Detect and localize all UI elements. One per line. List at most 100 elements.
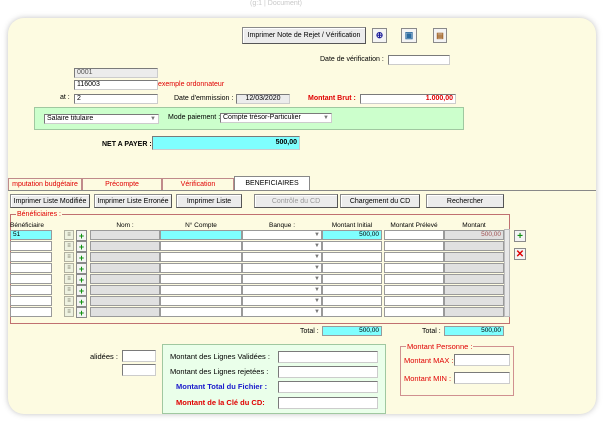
cell-compte[interactable] xyxy=(160,307,242,317)
cell-nom[interactable] xyxy=(90,241,160,251)
print-rejection-note-button[interactable]: Imprimer Note de Rejet / Vérification xyxy=(242,27,366,44)
add-icon[interactable]: + xyxy=(76,296,87,307)
cell-beneficiaire[interactable] xyxy=(10,252,52,262)
cell-montant-initial[interactable] xyxy=(322,285,382,295)
cell-banque[interactable] xyxy=(242,241,322,251)
cell-banque[interactable] xyxy=(242,296,322,306)
file-icon[interactable]: ≡ xyxy=(64,296,74,306)
cell-montant[interactable]: 500,00 xyxy=(444,230,504,240)
add-row-icon[interactable]: + xyxy=(514,230,526,242)
add-icon[interactable]: + xyxy=(76,230,87,241)
file-icon[interactable]: ≡ xyxy=(64,274,74,284)
tab-beneficiaires[interactable]: BENEFICIAIRES xyxy=(234,176,310,190)
cell-banque[interactable] xyxy=(242,252,322,262)
cell-montant[interactable] xyxy=(444,274,504,284)
cell-banque[interactable] xyxy=(242,285,322,295)
net-a-payer-field[interactable]: 500,00 xyxy=(152,136,300,150)
save-icon[interactable]: ▤ xyxy=(433,28,447,43)
cell-montant-initial[interactable] xyxy=(322,274,382,284)
print-erroneous-list-button[interactable]: Imprimer Liste Erronée xyxy=(94,194,172,208)
cell-montant[interactable] xyxy=(444,241,504,251)
cell-nom[interactable] xyxy=(90,307,160,317)
cell-nom[interactable] xyxy=(90,263,160,273)
file-icon[interactable]: ≡ xyxy=(64,230,74,240)
mode-paiement-select[interactable]: Compte trésor-Particulier xyxy=(220,113,332,123)
cell-banque[interactable] xyxy=(242,230,322,240)
cell-banque[interactable] xyxy=(242,263,322,273)
cell-beneficiaire[interactable] xyxy=(10,274,52,284)
delete-row-icon[interactable]: ✕ xyxy=(514,248,526,260)
cell-montant-preleve[interactable] xyxy=(384,252,444,262)
chevron-down-icon[interactable]: ▼ xyxy=(314,232,320,238)
montant-brut-field[interactable]: 1.000,00 xyxy=(360,94,456,104)
chevron-down-icon[interactable]: ▼ xyxy=(323,115,329,121)
cle-cd-field[interactable] xyxy=(278,397,378,409)
add-icon[interactable]: + xyxy=(76,307,87,318)
add-icon[interactable]: + xyxy=(76,241,87,252)
cell-montant-initial[interactable] xyxy=(322,296,382,306)
file-icon[interactable]: ≡ xyxy=(64,285,74,295)
chevron-down-icon[interactable]: ▼ xyxy=(314,276,320,282)
cell-montant-initial[interactable] xyxy=(322,263,382,273)
cell-beneficiaire[interactable] xyxy=(10,296,52,306)
cell-beneficiaire[interactable] xyxy=(10,263,52,273)
rechercher-button[interactable]: Rechercher xyxy=(426,194,504,208)
add-icon[interactable]: + xyxy=(76,285,87,296)
cell-beneficiaire[interactable] xyxy=(10,307,52,317)
file-icon[interactable]: ≡ xyxy=(64,307,74,317)
cell-montant-preleve[interactable] xyxy=(384,285,444,295)
cell-montant-preleve[interactable] xyxy=(384,230,444,240)
chevron-down-icon[interactable]: ▼ xyxy=(150,116,156,122)
tab-imputation[interactable]: mputation budgétaire xyxy=(8,178,82,190)
cell-montant-initial[interactable]: 500,00 xyxy=(322,230,382,240)
chevron-down-icon[interactable]: ▼ xyxy=(314,265,320,271)
total-fichier-field[interactable] xyxy=(278,381,378,393)
cell-banque[interactable] xyxy=(242,274,322,284)
type-select[interactable]: Salaire titulaire xyxy=(44,114,159,124)
file-icon[interactable]: ≡ xyxy=(64,252,74,262)
cell-compte[interactable] xyxy=(160,252,242,262)
cell-montant-initial[interactable] xyxy=(322,307,382,317)
cell-montant[interactable] xyxy=(444,285,504,295)
lignes-validees-left-field[interactable] xyxy=(122,350,156,362)
scrollbar[interactable] xyxy=(504,229,510,317)
cell-nom[interactable] xyxy=(90,296,160,306)
cell-montant[interactable] xyxy=(444,307,504,317)
ref-code-field[interactable]: 116003 xyxy=(74,80,158,90)
lignes-validees-field[interactable] xyxy=(278,351,378,363)
cell-nom[interactable] xyxy=(90,274,160,284)
etat-field[interactable]: 2 xyxy=(74,94,158,104)
cell-compte[interactable] xyxy=(160,285,242,295)
add-icon[interactable]: + xyxy=(76,252,87,263)
add-icon[interactable]: + xyxy=(76,274,87,285)
ref-partial-field[interactable]: 0001 xyxy=(74,68,158,78)
cell-montant-preleve[interactable] xyxy=(384,274,444,284)
date-verification-field[interactable] xyxy=(388,55,450,65)
cell-beneficiaire[interactable] xyxy=(10,241,52,251)
cell-compte[interactable] xyxy=(160,230,242,240)
tab-verification[interactable]: Vérification xyxy=(162,178,234,190)
cell-nom[interactable] xyxy=(90,230,160,240)
montant-max-field[interactable] xyxy=(454,354,510,366)
cell-montant[interactable] xyxy=(444,252,504,262)
lignes-rejetees-left-field[interactable] xyxy=(122,364,156,376)
cell-nom[interactable] xyxy=(90,252,160,262)
cell-compte[interactable] xyxy=(160,241,242,251)
cell-compte[interactable] xyxy=(160,274,242,284)
date-emission-field[interactable]: 12/03/2020 xyxy=(236,94,290,104)
file-icon[interactable]: ≡ xyxy=(64,241,74,251)
chevron-down-icon[interactable]: ▼ xyxy=(314,243,320,249)
cell-montant-preleve[interactable] xyxy=(384,307,444,317)
chargement-cd-button[interactable]: Chargement du CD xyxy=(340,194,420,208)
cell-compte[interactable] xyxy=(160,263,242,273)
montant-min-field[interactable] xyxy=(454,372,510,384)
cell-montant-preleve[interactable] xyxy=(384,241,444,251)
cell-nom[interactable] xyxy=(90,285,160,295)
tab-precompte[interactable]: Précompte xyxy=(82,178,162,190)
image-view-icon[interactable]: ▣ xyxy=(401,28,417,43)
cell-montant-preleve[interactable] xyxy=(384,296,444,306)
print-modified-list-button[interactable]: Imprimer Liste Modifiée xyxy=(10,194,90,208)
file-icon[interactable]: ≡ xyxy=(64,263,74,273)
chevron-down-icon[interactable]: ▼ xyxy=(314,309,320,315)
chevron-down-icon[interactable]: ▼ xyxy=(314,254,320,260)
